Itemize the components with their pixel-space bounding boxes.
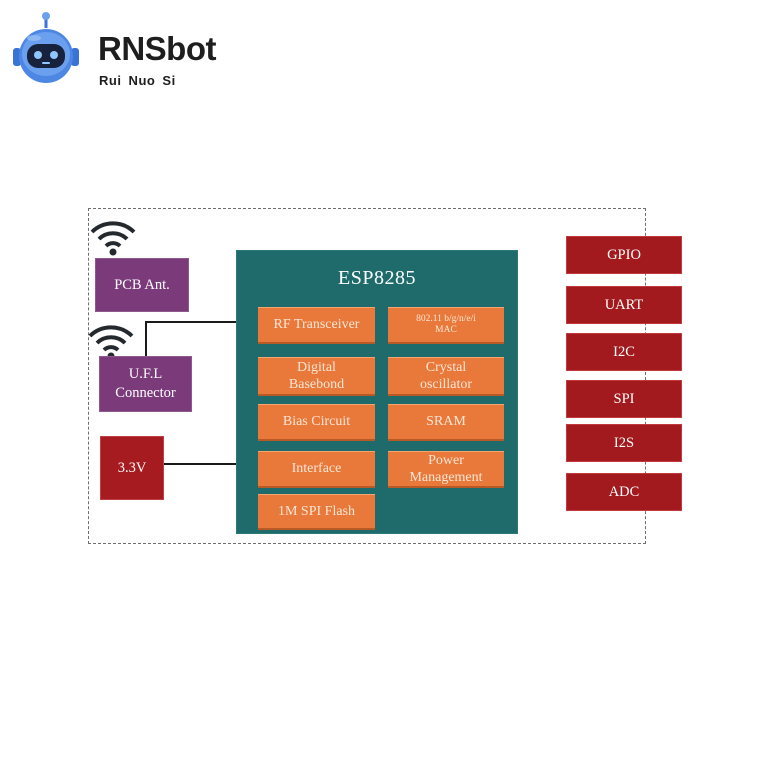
crystal-label-line1: Crystal bbox=[425, 359, 467, 375]
flash-label: 1M SPI Flash bbox=[277, 503, 356, 519]
power-label: 3.3V bbox=[117, 459, 147, 476]
power-management-module: Power Management bbox=[388, 451, 504, 488]
spi-flash-module: 1M SPI Flash bbox=[258, 494, 375, 530]
ufl-connector-block: U.F.L Connector bbox=[99, 356, 192, 412]
interface-adc: ADC bbox=[566, 473, 682, 511]
digital-label-line2: Basebond bbox=[288, 377, 345, 392]
interface-module: Interface bbox=[258, 451, 375, 488]
bias-label: Bias Circuit bbox=[282, 414, 351, 430]
interface-uart-label: UART bbox=[604, 296, 644, 313]
interface-adc-label: ADC bbox=[608, 483, 640, 500]
brand-name: RNSbot bbox=[98, 30, 216, 67]
interface-gpio: GPIO bbox=[566, 236, 682, 274]
interface-label: Interface bbox=[291, 461, 342, 477]
sram-module: SRAM bbox=[388, 404, 504, 441]
interface-spi: SPI bbox=[566, 380, 682, 418]
wifi-mac-module: 802.11 b/g/n/e/i MAC bbox=[388, 307, 504, 344]
interface-i2s-label: I2S bbox=[613, 434, 635, 451]
sram-label: SRAM bbox=[426, 414, 466, 430]
board-outline bbox=[88, 208, 646, 544]
pcb-antenna-label: PCB Ant. bbox=[114, 276, 170, 293]
rf-transceiver-label: RF Transceiver bbox=[273, 317, 360, 333]
power-mgmt-line2: Management bbox=[409, 470, 483, 485]
pcb-antenna-block: PCB Ant. bbox=[95, 258, 189, 312]
mac-label: MAC bbox=[435, 325, 457, 335]
ufl-label-line2: Connector bbox=[115, 385, 176, 401]
brand-logo: RNSbot Rui Nuo Si bbox=[10, 10, 250, 90]
power-mgmt-line1: Power bbox=[428, 452, 464, 468]
interface-gpio-label: GPIO bbox=[607, 246, 641, 263]
interface-spi-label: SPI bbox=[613, 390, 635, 407]
crystal-oscillator-module: Crystal oscillator bbox=[388, 357, 504, 396]
rf-transceiver-module: RF Transceiver bbox=[258, 307, 375, 344]
interface-uart: UART bbox=[566, 286, 682, 324]
chip-title: ESP8285 bbox=[338, 267, 416, 289]
robot-logo-icon bbox=[13, 12, 79, 83]
digital-label-line1: Digital bbox=[297, 359, 336, 375]
crystal-label-line2: oscillator bbox=[419, 377, 473, 392]
interface-i2c-label: I2C bbox=[613, 343, 635, 360]
wifi-std-label: 802.11 b/g/n/e/i bbox=[416, 313, 476, 324]
bias-circuit-module: Bias Circuit bbox=[258, 404, 375, 441]
power-3v3-block: 3.3V bbox=[100, 436, 164, 500]
digital-baseband-module: Digital Basebond bbox=[258, 357, 375, 396]
wifi-icon bbox=[90, 221, 136, 256]
interface-i2s: I2S bbox=[566, 424, 682, 462]
interface-i2c: I2C bbox=[566, 333, 682, 371]
brand-subtitle: Rui Nuo Si bbox=[99, 73, 176, 88]
ufl-label-line1: U.F.L bbox=[128, 366, 163, 383]
